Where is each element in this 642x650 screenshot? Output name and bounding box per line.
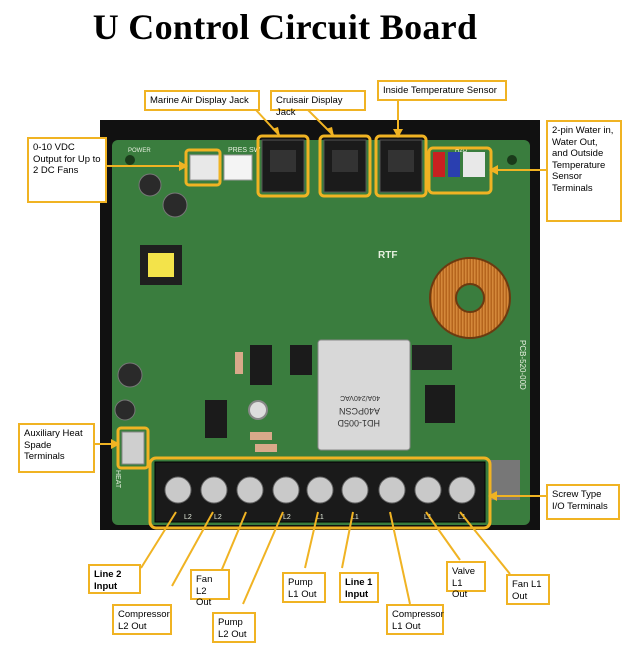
resistor: [255, 444, 277, 452]
label-compressor-l1: Compressor L1 Out: [386, 604, 444, 635]
ic-chip: [290, 345, 312, 375]
label-water-terminals: 2-pin Water in, Water Out, and Outside T…: [546, 120, 622, 222]
svg-text:L2: L2: [184, 514, 192, 521]
svg-text:L2: L2: [283, 514, 291, 521]
label-compressor-l2: Compressor L2 Out: [112, 604, 172, 635]
pres-header: [223, 154, 253, 181]
mounting-hole: [125, 155, 135, 165]
svg-text:L1: L1: [351, 514, 359, 521]
label-cruisair-jack: Cruisair Display Jack: [270, 90, 366, 118]
label-fan-l2: Fan L2 Out: [190, 569, 230, 608]
capacitor: [138, 173, 162, 197]
spade-red: [433, 152, 445, 177]
mounting-hole: [248, 400, 268, 420]
resistor: [250, 432, 272, 440]
aux-spade-terminals: [121, 431, 145, 465]
spade-white: [463, 152, 485, 177]
label-line2-input: Line 2 Input: [88, 564, 141, 594]
callout-highlights: [116, 134, 493, 530]
silk-rtf: RTF: [378, 250, 397, 261]
label-pump-l2: Pump L2 Out: [212, 612, 256, 643]
relay-text: HD1-005D: [337, 418, 380, 428]
relay-text: A40PCSN: [339, 406, 380, 416]
relay-text: 40A/240VAC: [340, 394, 380, 401]
svg-text:L1: L1: [458, 514, 466, 521]
label-screw-terminals: Screw Type I/O Terminals: [546, 484, 620, 520]
page-title: U Control Circuit Board: [92, 7, 478, 47]
mounting-hole: [507, 155, 517, 165]
resistor: [235, 352, 243, 374]
label-line1-input: Line 1 Input: [339, 572, 379, 603]
arrow-heads: [111, 127, 498, 501]
label-pump-l1: Pump L1 Out: [282, 572, 326, 603]
capacitor: [114, 399, 136, 421]
label-marine-jack: Marine Air Display Jack: [144, 90, 260, 111]
silk-model: PCB-520-00D: [518, 340, 527, 390]
label-aux-heat: Auxiliary Heat Spade Terminals: [18, 423, 95, 473]
fan-header: [189, 154, 221, 181]
label-valve-l1: Valve L1 Out: [446, 561, 486, 600]
silk-power: POWER: [128, 148, 151, 154]
relay: [317, 339, 411, 451]
terminal-screws: [164, 476, 476, 504]
silk-heat: HEAT: [114, 470, 121, 489]
capacitor: [117, 362, 143, 388]
svg-text:L1: L1: [316, 514, 324, 521]
ic-chip: [250, 345, 272, 385]
ic-chip: [425, 385, 455, 423]
terminal-markings: L2 L2 L2 L1 L1 L1 L1: [184, 514, 466, 521]
svg-text:L1: L1: [424, 514, 432, 521]
capacitor-box: [412, 345, 452, 370]
svg-text:L2: L2: [214, 514, 222, 521]
ic-chip: [205, 400, 227, 438]
label-fans-output: 0-10 VDC Output for Up to 2 DC Fans: [27, 137, 107, 203]
silk-pres: PRES SW: [228, 147, 261, 154]
label-fan-l1: Fan L1 Out: [506, 574, 550, 605]
label-inside-temp: Inside Temperature Sensor: [377, 80, 507, 101]
silk-h2o: H2O: [455, 148, 468, 154]
capacitor: [162, 192, 188, 218]
spade-blue: [448, 152, 460, 177]
